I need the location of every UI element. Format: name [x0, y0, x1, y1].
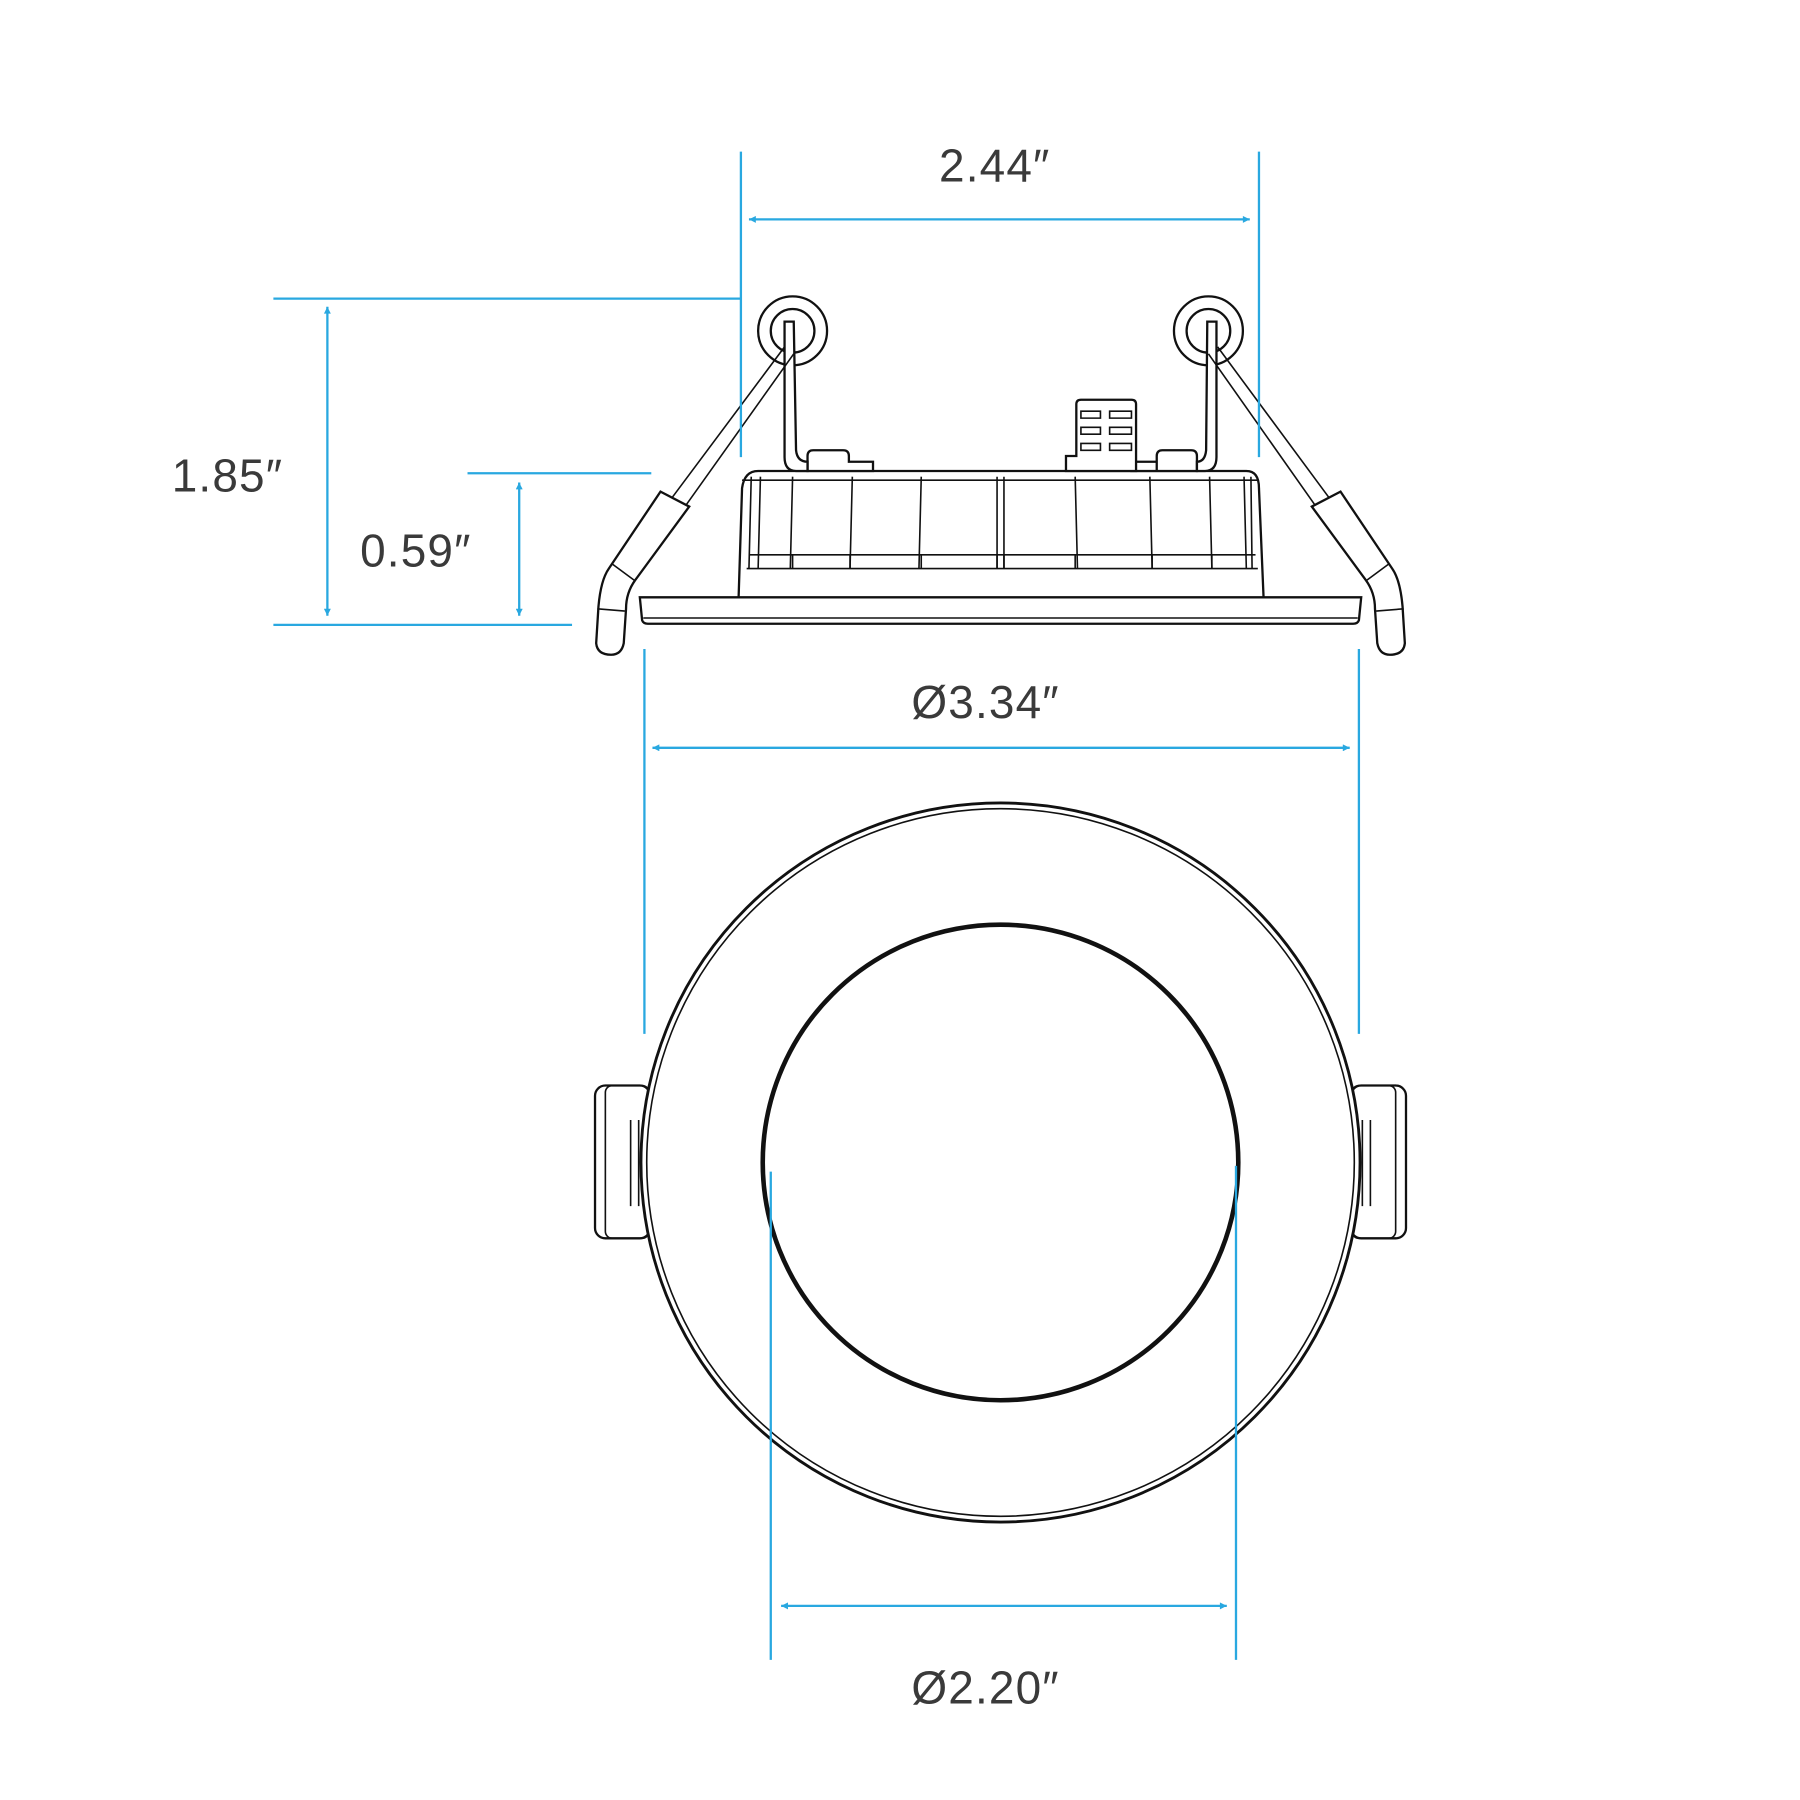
connector [1064, 398, 1138, 473]
spring-clip-left [595, 295, 829, 656]
heatsink-fins [746, 476, 1258, 570]
housing-body [737, 469, 1265, 599]
dim-diameter-outer: Ø3.34″ [643, 649, 1361, 1034]
spring-clip-right [1172, 295, 1407, 656]
dim-label-height-total: 1.85″ [172, 450, 283, 502]
dim-label-height-flange: 0.59″ [360, 524, 471, 576]
light-aperture [760, 922, 1241, 1403]
trim-flange [638, 596, 1363, 625]
dim-diameter-inner: Ø2.20″ [769, 1165, 1238, 1714]
dim-label-diameter-outer: Ø3.34″ [911, 676, 1059, 728]
front-view [593, 801, 1408, 1524]
dim-width-top: 2.44″ [739, 139, 1261, 458]
dim-label-diameter-inner: Ø2.20″ [911, 1662, 1059, 1714]
side-view [595, 295, 1407, 656]
dim-height-total: 1.85″ [172, 297, 741, 627]
dim-label-width-top: 2.44″ [939, 139, 1050, 191]
dim-height-flange: 0.59″ [360, 472, 652, 616]
